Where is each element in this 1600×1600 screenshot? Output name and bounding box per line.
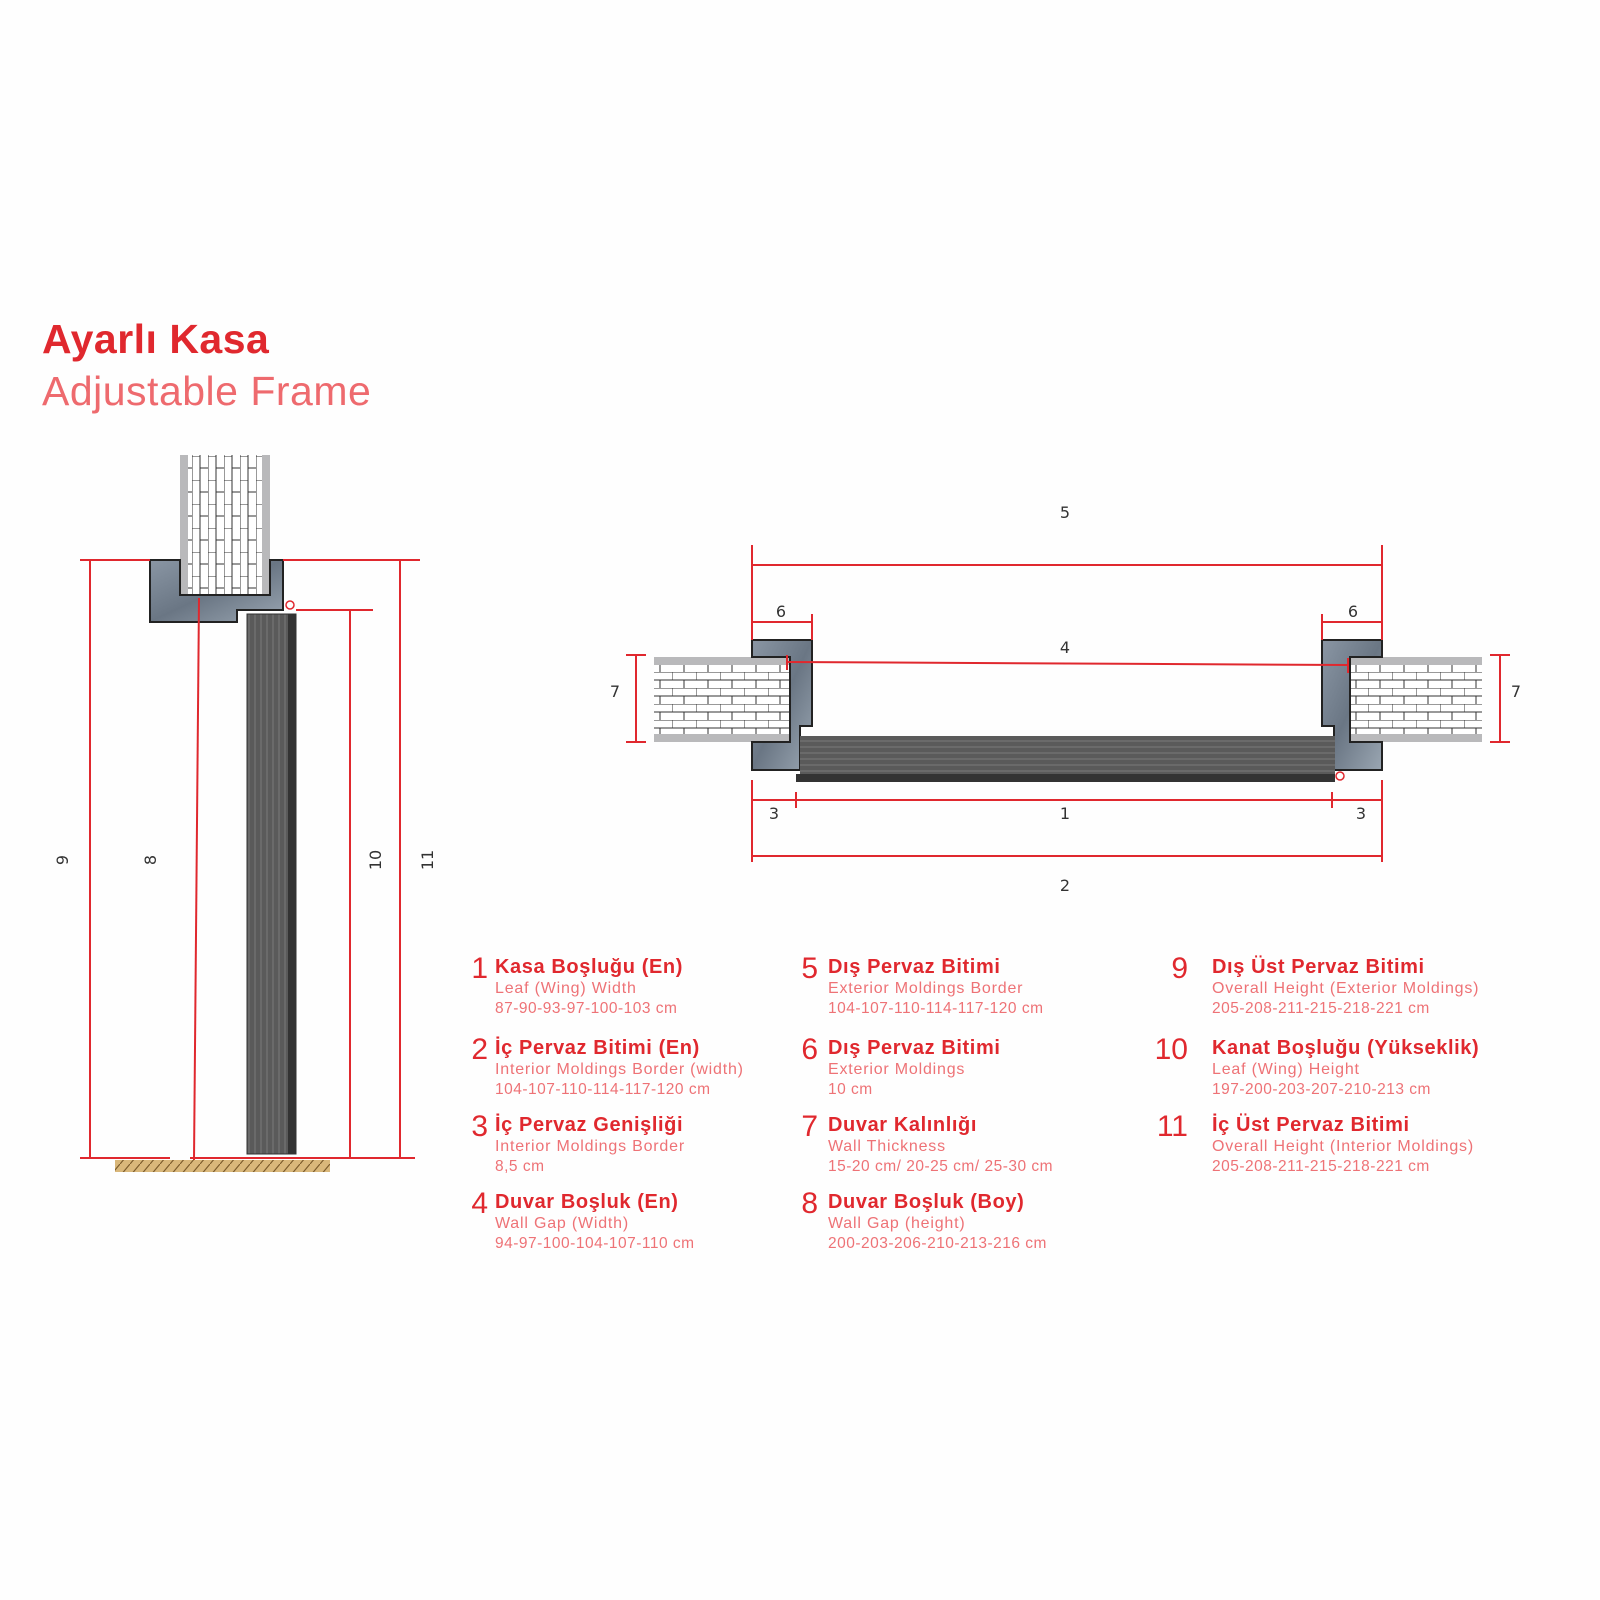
dim-label-3-right: 3 [1356, 804, 1366, 823]
legend-number: 3 [471, 1110, 488, 1143]
legend-subtitle: Leaf (Wing) Height [1212, 1061, 1360, 1078]
legend-title: Duvar Boşluk (Boy) [828, 1191, 1025, 1213]
dim-label-7-right: 7 [1511, 682, 1521, 701]
legend-number: 7 [801, 1110, 818, 1143]
dim-label-6-right: 6 [1348, 602, 1358, 621]
legend-title: Dış Pervaz Bitimi [828, 1037, 1001, 1059]
floor [115, 1160, 330, 1172]
dim-label-6-left: 6 [776, 602, 786, 621]
legend-value: 94-97-100-104-107-110 cm [495, 1235, 695, 1252]
legend-title: Dış Üst Pervaz Bitimi [1212, 956, 1425, 978]
legend-value: 104-107-110-114-117-120 cm [495, 1081, 711, 1098]
door-leaf-edge [288, 614, 296, 1154]
legend-value: 10 cm [828, 1081, 873, 1098]
frame-left [751, 639, 813, 771]
plan-dimension-lines [626, 545, 1510, 862]
wall-plaster [1350, 734, 1482, 742]
legend-number: 11 [1156, 1110, 1188, 1143]
dim-label-3-left: 3 [769, 804, 779, 823]
legend-title: Duvar Boşluk (En) [495, 1191, 679, 1213]
dim-label-5: 5 [1060, 503, 1070, 522]
legend-subtitle: Wall Gap (height) [828, 1215, 966, 1232]
legend-number: 4 [471, 1187, 488, 1220]
legend-number: 9 [1171, 952, 1188, 985]
legend-subtitle: Interior Moldings Border (width) [495, 1061, 744, 1078]
legend-subtitle: Wall Thickness [828, 1138, 946, 1155]
dim-label-4: 4 [1060, 638, 1070, 657]
legend-number: 10 [1154, 1033, 1188, 1066]
dim-label-7-left: 7 [610, 682, 620, 701]
legend-title: Duvar Kalınlığı [828, 1114, 978, 1136]
legend-value: 87-90-93-97-100-103 cm [495, 1000, 678, 1017]
legend-number: 1 [471, 952, 488, 985]
wall-brick [188, 455, 262, 595]
legend-subtitle: Wall Gap (Width) [495, 1215, 630, 1232]
wall-plaster [654, 657, 790, 665]
wall-plaster [1350, 657, 1482, 665]
legend-title: İç Pervaz Genişliği [495, 1114, 684, 1136]
legend-title: Kasa Boşluğu (En) [495, 956, 683, 978]
vertical-section-drawing: 9 8 10 11 [53, 455, 437, 1172]
wall-brick-right [1350, 665, 1482, 734]
dim-label-2: 2 [1060, 876, 1070, 895]
legend-number: 2 [471, 1033, 488, 1066]
legend-subtitle: Overall Height (Exterior Moldings) [1212, 980, 1480, 997]
legend-number: 5 [801, 952, 818, 985]
seal-icon [285, 600, 295, 610]
dim-label-8: 8 [141, 855, 160, 865]
legend-subtitle: Interior Moldings Border [495, 1138, 685, 1155]
wall-plaster [654, 734, 790, 742]
dim-label-11: 11 [418, 850, 437, 870]
door-leaf [800, 736, 1335, 776]
vertical-dimension-lines [80, 559, 420, 1161]
legend-subtitle: Exterior Moldings Border [828, 980, 1024, 997]
legend-title: Dış Pervaz Bitimi [828, 956, 1001, 978]
wall-plaster [180, 455, 188, 595]
legend-value: 15-20 cm/ 20-25 cm/ 25-30 cm [828, 1158, 1054, 1175]
legend-value: 200-203-206-210-213-216 cm [828, 1235, 1047, 1252]
legend-value: 205-208-211-215-218-221 cm [1212, 1158, 1430, 1175]
seal-icon [1335, 771, 1345, 781]
dim-label-10: 10 [366, 850, 385, 870]
wall-brick-left [654, 665, 790, 734]
page-subtitle: Adjustable Frame [42, 368, 372, 414]
legend-value: 104-107-110-114-117-120 cm [828, 1000, 1044, 1017]
legend-number: 6 [801, 1033, 818, 1066]
legend-subtitle: Exterior Moldings [828, 1061, 966, 1078]
legend-value: 197-200-203-207-210-213 cm [1212, 1081, 1431, 1098]
legend-title: İç Pervaz Bitimi (En) [495, 1037, 700, 1059]
door-leaf-edge [796, 774, 1335, 782]
legend-number: 8 [801, 1187, 818, 1220]
wall-plaster [262, 455, 270, 595]
dim-label-1: 1 [1060, 804, 1070, 823]
legend-title: İç Üst Pervaz Bitimi [1212, 1114, 1410, 1136]
page-title: Ayarlı Kasa [42, 316, 270, 362]
legend-subtitle: Leaf (Wing) Width [495, 980, 637, 997]
legend-value: 8,5 cm [495, 1158, 545, 1175]
plan-section-drawing: 5 6 6 4 7 7 3 1 3 2 [610, 503, 1521, 895]
dim-label-9: 9 [53, 855, 72, 865]
frame-right [1321, 639, 1383, 771]
legend-title: Kanat Boşluğu (Yükseklik) [1212, 1037, 1480, 1059]
legend-subtitle: Overall Height (Interior Moldings) [1212, 1138, 1474, 1155]
legend-value: 205-208-211-215-218-221 cm [1212, 1000, 1430, 1017]
